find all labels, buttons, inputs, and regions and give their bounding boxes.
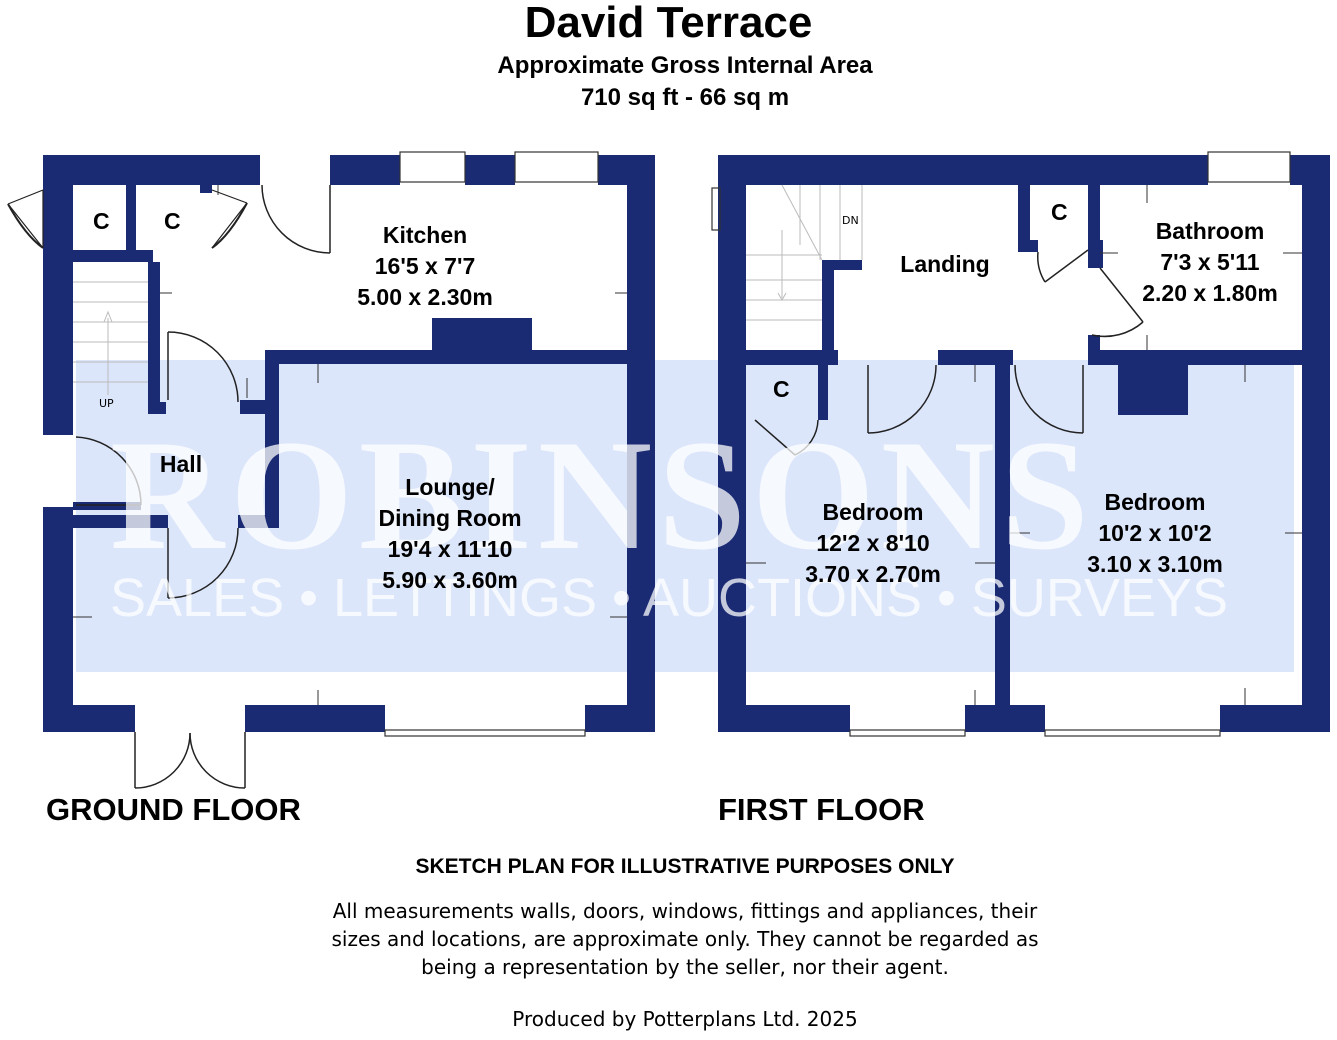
bedroom-1-imperial: 12'2 x 8'10 — [816, 530, 930, 556]
bedroom-2-metric: 3.10 x 3.10m — [1087, 551, 1223, 577]
sketch-notice: SKETCH PLAN FOR ILLUSTRATIVE PURPOSES ON… — [415, 855, 955, 878]
watermark-brand: ROBINSONS — [110, 408, 1095, 583]
bathroom-name: Bathroom — [1155, 218, 1265, 244]
ground-floor-windows — [384, 151, 599, 737]
hall-name: Hall — [159, 451, 203, 477]
produced-by: Produced by Potterplans Ltd. 2025 — [512, 1007, 858, 1031]
hall-label: Hall — [150, 449, 212, 480]
bathroom-imperial: 7'3 x 5'11 — [1160, 249, 1260, 275]
first-floor-label: FIRST FLOOR — [718, 792, 925, 827]
watermark-tagline: SALES • LETTINGS • AUCTIONS • SURVEYS — [110, 568, 1229, 628]
lounge-name-line2: Dining Room — [378, 505, 522, 531]
first-floor-windows — [711, 151, 1291, 737]
ground-floor-label: GROUND FLOOR — [46, 792, 301, 827]
disclaimer: All measurements walls, doors, windows, … — [300, 897, 1070, 981]
kitchen-label: Kitchen 16'5 x 7'7 5.00 x 2.30m — [320, 220, 530, 313]
bedroom-2-imperial: 10'2 x 10'2 — [1098, 520, 1212, 546]
kitchen-imperial: 16'5 x 7'7 — [374, 253, 476, 279]
disclaimer-line-2: sizes and locations, are approximate onl… — [331, 927, 1039, 951]
first-floor-walls — [718, 155, 1330, 732]
bedroom-1-label: Bedroom 12'2 x 8'10 3.70 x 2.70m — [778, 497, 968, 590]
lounge-name-line1: Lounge/ — [405, 474, 495, 500]
bedroom-1-metric: 3.70 x 2.70m — [805, 561, 941, 587]
kitchen-metric: 5.00 x 2.30m — [357, 284, 493, 310]
ground-floor-doors — [7, 184, 331, 789]
lounge-metric: 5.90 x 3.60m — [382, 567, 518, 593]
bedroom-cupboard-label: C — [773, 376, 790, 402]
kitchen-name: Kitchen — [382, 222, 468, 248]
dimension-ticks — [73, 185, 1302, 705]
landing-label: Landing — [880, 249, 1010, 280]
landing-name: Landing — [900, 251, 990, 277]
disclaimer-line-1: All measurements walls, doors, windows, … — [332, 899, 1038, 923]
ground-stairs — [73, 281, 148, 395]
plan-title: David Terrace — [524, 0, 813, 47]
lounge-label: Lounge/ Dining Room 19'4 x 11'10 5.90 x … — [345, 472, 555, 596]
bedroom-2-name: Bedroom — [1104, 489, 1206, 515]
ground-cupboard-1-label: C — [93, 208, 110, 234]
bedroom-2-label: Bedroom 10'2 x 10'2 3.10 x 3.10m — [1060, 487, 1250, 580]
first-stairs-label: DN — [842, 214, 859, 227]
ground-floor-walls — [43, 155, 655, 732]
ground-stairs-label: UP — [99, 397, 114, 410]
first-floor-doors — [754, 249, 1144, 456]
landing-cupboard-label: C — [1051, 199, 1068, 225]
plan-subtitle: Approximate Gross Internal Area — [497, 52, 873, 79]
bedroom-1-name: Bedroom — [822, 499, 924, 525]
bathroom-label: Bathroom 7'3 x 5'11 2.20 x 1.80m — [1120, 216, 1300, 309]
ground-cupboard-2-label: C — [164, 208, 181, 234]
first-stairs — [746, 184, 863, 321]
lounge-imperial: 19'4 x 11'10 — [387, 536, 513, 562]
bathroom-metric: 2.20 x 1.80m — [1142, 280, 1278, 306]
gross-area: 710 sq ft - 66 sq m — [580, 84, 790, 111]
disclaimer-line-3: being a representation by the seller, no… — [421, 955, 949, 979]
